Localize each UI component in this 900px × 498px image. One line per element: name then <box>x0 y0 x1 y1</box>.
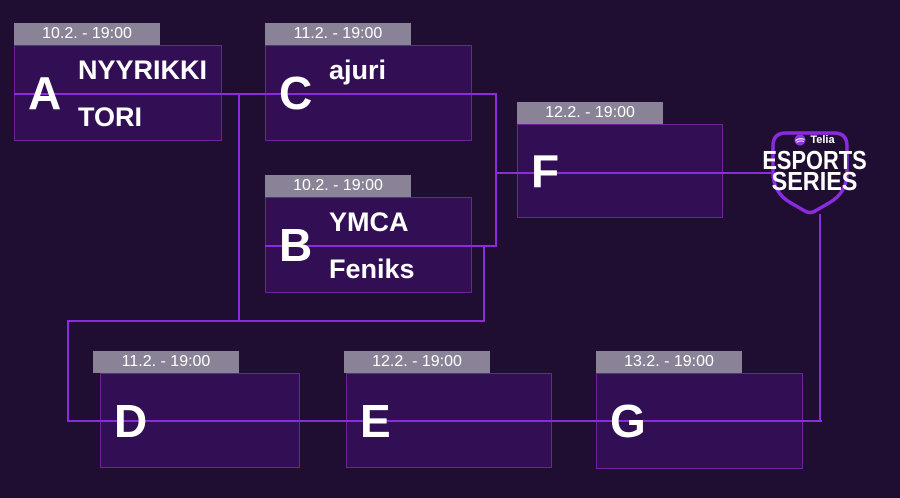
match-letter: A <box>28 67 62 119</box>
connector-line-vertical <box>483 245 485 322</box>
match-date: 13.2. - 19:00 <box>624 353 714 370</box>
match-a-box: A NYYRIKKI TORI <box>14 45 222 141</box>
match-e-date-badge: 12.2. - 19:00 <box>344 351 490 373</box>
connector-line-f <box>495 172 773 174</box>
connector-line-vertical <box>495 93 497 247</box>
match-letter: G <box>610 395 646 447</box>
connector-line-b <box>265 245 497 247</box>
team-name: TORI <box>78 102 143 132</box>
match-date: 10.2. - 19:00 <box>293 177 383 194</box>
team-name: ajuri <box>329 55 387 85</box>
match-letter: E <box>360 394 391 447</box>
match-letter: D <box>114 394 148 447</box>
connector-line-a-c <box>14 93 495 95</box>
match-letter: B <box>279 219 313 271</box>
match-a-date-badge: 10.2. - 19:00 <box>14 23 160 45</box>
match-g-date-badge: 13.2. - 19:00 <box>596 351 742 373</box>
match-letter: F <box>531 145 560 197</box>
match-letter: C <box>279 67 313 119</box>
team-slot-1: YMCA <box>266 198 471 247</box>
match-date: 11.2. - 19:00 <box>293 25 383 42</box>
match-date: 12.2. - 19:00 <box>372 353 462 370</box>
team-slot-1: ajuri <box>266 46 471 95</box>
match-date: 10.2. - 19:00 <box>42 25 132 42</box>
connector-line-vertical <box>819 214 821 422</box>
team-slot-1: NYYRIKKI <box>15 46 221 95</box>
telia-brand-label: Telia <box>810 134 835 146</box>
team-slot-2: Feniks <box>266 247 471 292</box>
telia-brand: Telia <box>742 134 887 146</box>
match-b-date-badge: 10.2. - 19:00 <box>265 175 411 197</box>
telia-icon <box>794 134 806 146</box>
team-name: YMCA <box>329 207 409 237</box>
shield-icon <box>771 131 849 215</box>
match-c-date-badge: 11.2. - 19:00 <box>265 23 411 45</box>
team-slot-2: TORI <box>15 95 221 140</box>
connector-line-vertical <box>67 320 69 422</box>
match-f-date-badge: 12.2. - 19:00 <box>517 102 663 124</box>
logo-title-line2: SERIES <box>771 166 858 196</box>
match-f-box: F <box>517 124 723 218</box>
match-date: 11.2. - 19:00 <box>121 353 211 370</box>
team-name: NYYRIKKI <box>78 55 208 85</box>
telia-esports-series-logo: Telia ESPORTS SERIES <box>742 100 887 225</box>
connector-line-vertical <box>238 93 240 322</box>
logo-title-line1: ESPORTS <box>762 145 867 175</box>
match-f[interactable]: 12.2. - 19:00 F <box>517 102 723 218</box>
team-name: Feniks <box>329 254 415 284</box>
match-date: 12.2. - 19:00 <box>545 104 635 121</box>
connector-line-d-e-g <box>67 420 822 422</box>
match-a[interactable]: 10.2. - 19:00 A NYYRIKKI TORI <box>14 23 222 141</box>
match-d-date-badge: 11.2. - 19:00 <box>93 351 239 373</box>
connector-line-lower <box>67 320 485 322</box>
